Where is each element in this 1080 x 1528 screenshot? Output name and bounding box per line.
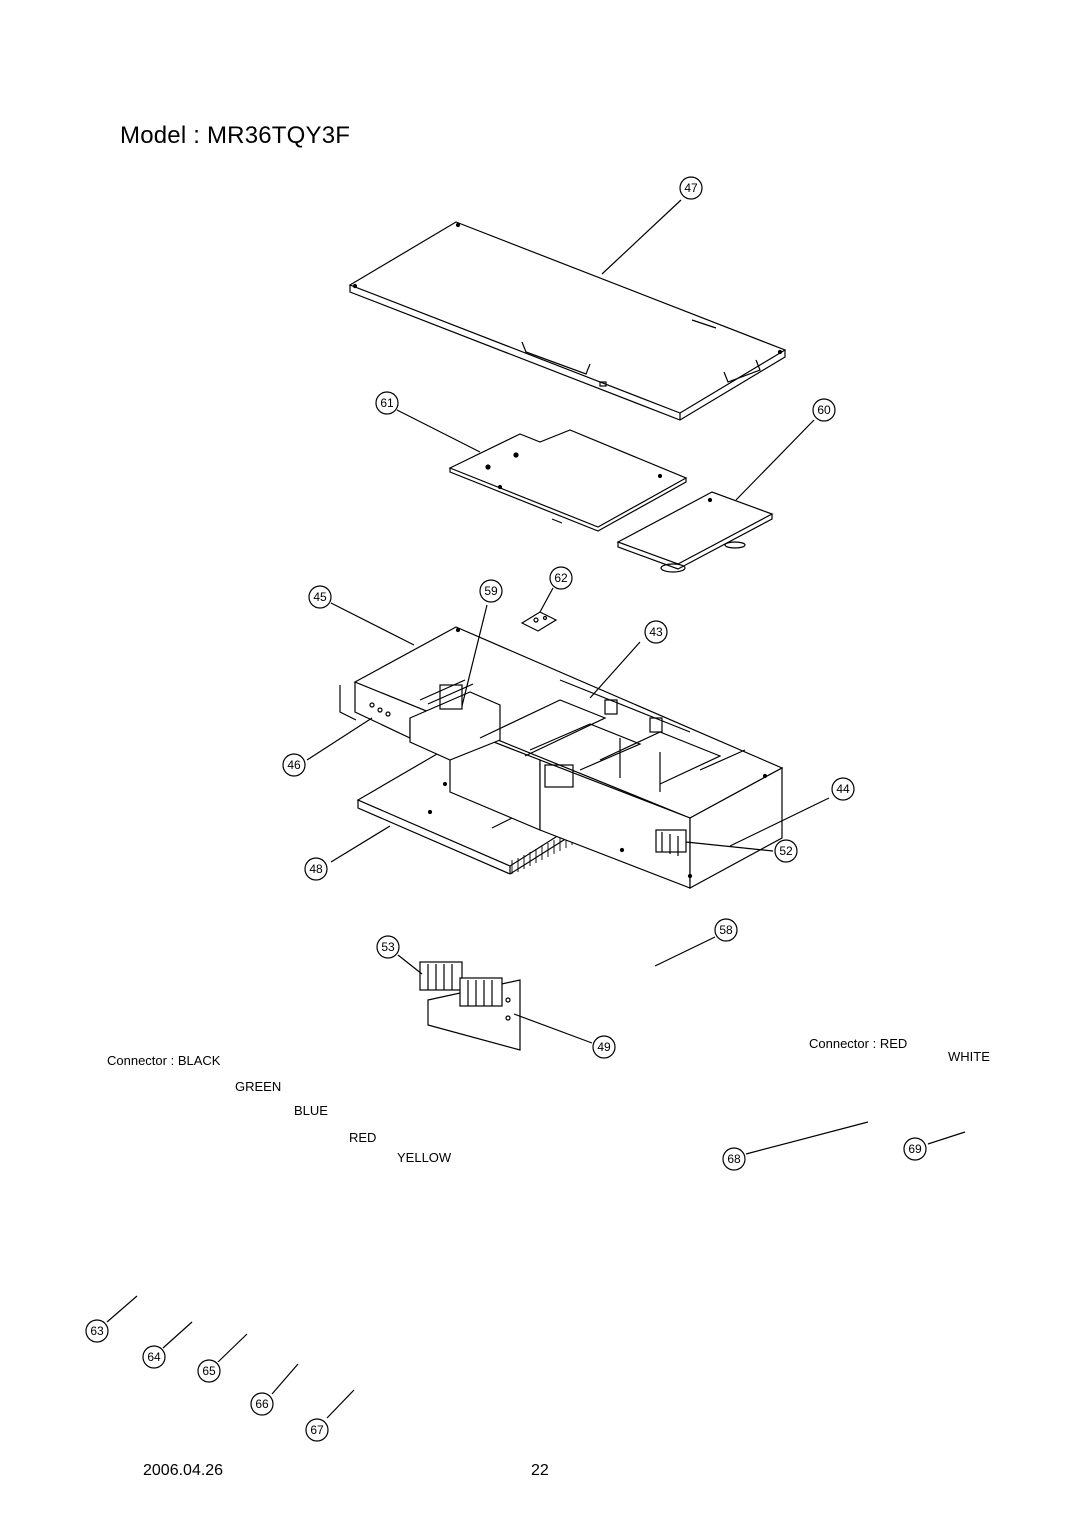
callout-number: 68 xyxy=(727,1152,741,1166)
callout-number: 49 xyxy=(597,1040,611,1054)
callout-number: 62 xyxy=(554,571,568,585)
callout-65: 65 xyxy=(197,1359,221,1383)
callout-number: 58 xyxy=(719,923,733,937)
control-box-chassis xyxy=(339,626,784,890)
wire-color-yellow: YELLOW xyxy=(397,1150,452,1165)
terminal-block-49 xyxy=(419,961,521,1051)
callout-43: 43 xyxy=(644,620,668,644)
callout-66: 66 xyxy=(250,1392,274,1416)
callout-47: 47 xyxy=(679,176,703,200)
callout-number: 53 xyxy=(381,940,395,954)
wire-color-green: GREEN xyxy=(235,1079,282,1094)
callout-53: 53 xyxy=(376,935,400,959)
callout-number: 69 xyxy=(908,1142,922,1156)
callout-69: 69 xyxy=(903,1137,927,1161)
wire-color-red: RED xyxy=(349,1130,377,1145)
callout-61: 61 xyxy=(375,391,399,415)
top-cover-panel xyxy=(348,221,787,421)
page-number: 22 xyxy=(531,1462,549,1479)
callout-number: 66 xyxy=(255,1397,269,1411)
callout-number: 47 xyxy=(684,181,698,195)
pcb-board-61 xyxy=(448,429,688,532)
callout-number: 46 xyxy=(287,758,301,772)
callout-67: 67 xyxy=(305,1418,329,1442)
page-title: Model : MR36TQY3F xyxy=(120,122,351,149)
callout-number: 65 xyxy=(202,1364,216,1378)
callout-number: 48 xyxy=(309,862,323,876)
callout-bubbles: 47 61 60 45 59 62 43 46 44 52 48 53 58 49 68 69 63 64 65 66… xyxy=(85,176,927,1442)
callout-number: 43 xyxy=(649,625,663,639)
callout-number: 61 xyxy=(380,396,394,410)
wire-color-blue: BLUE xyxy=(294,1103,328,1118)
callout-59: 59 xyxy=(479,579,503,603)
callout-number: 64 xyxy=(147,1350,161,1364)
revision-date: 2006.04.26 xyxy=(143,1462,224,1479)
callout-45: 45 xyxy=(308,585,332,609)
filter-board-60 xyxy=(616,491,774,573)
callout-number: 67 xyxy=(310,1423,324,1437)
callout-number: 52 xyxy=(779,844,793,858)
callout-63: 63 xyxy=(85,1319,109,1343)
callout-60: 60 xyxy=(812,398,836,422)
callout-number: 59 xyxy=(484,584,498,598)
callout-49: 49 xyxy=(592,1035,616,1059)
callout-number: 45 xyxy=(313,590,327,604)
callout-62: 62 xyxy=(549,566,573,590)
bracket-62 xyxy=(520,611,558,632)
callout-number: 60 xyxy=(817,403,831,417)
callout-48: 48 xyxy=(304,857,328,881)
callout-52: 52 xyxy=(774,839,798,863)
wire-color-white: WHITE xyxy=(948,1049,990,1064)
callout-number: 44 xyxy=(836,782,850,796)
connector-red-label: Connector : RED xyxy=(809,1036,908,1051)
callout-number: 63 xyxy=(90,1324,104,1338)
callout-46: 46 xyxy=(282,753,306,777)
connector-black-label: Connector : BLACK xyxy=(107,1053,221,1068)
callout-68: 68 xyxy=(722,1147,746,1171)
leader-lines xyxy=(106,199,966,1419)
callout-64: 64 xyxy=(142,1345,166,1369)
callout-58: 58 xyxy=(714,918,738,942)
callout-44: 44 xyxy=(831,777,855,801)
